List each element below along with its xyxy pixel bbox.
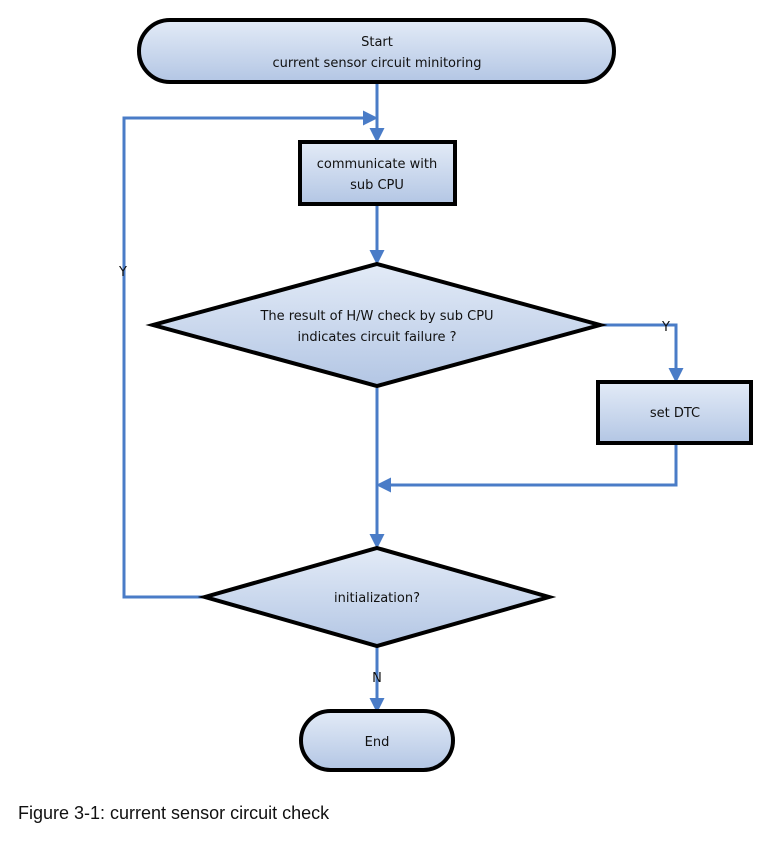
end-node: End [299,709,455,772]
edge-label-loop-yes: Y [118,265,127,280]
connectors [122,84,684,713]
edge-label-init-no: N [372,671,382,686]
start-line2: current sensor circuit minitoring [273,56,482,71]
communicate-line2: sub CPU [350,178,404,193]
edge-label-failure-yes: Y [661,320,670,335]
hw-check-line1: The result of H/W check by sub CPU [259,309,493,324]
end-label: End [365,735,390,750]
edge-set-dtc-to-merge [376,444,678,493]
hw-check-decision: The result of H/W check by sub CPU indic… [145,261,608,389]
communicate-node: communicate with sub CPU [298,140,457,206]
start-node: Start current sensor circuit minitoring [137,18,616,84]
edge-hw-check-yes-to-set-dtc [602,323,684,383]
communicate-line1: communicate with [317,157,437,172]
figure-caption: Figure 3-1: current sensor circuit check [18,803,330,823]
start-line1: Start [361,35,393,50]
set-dtc-label: set DTC [650,406,700,421]
set-dtc-node: set DTC [596,380,753,445]
initialization-decision: initialization? [197,545,557,649]
initialization-label: initialization? [334,591,420,606]
hw-check-line2: indicates circuit failure ? [298,330,457,345]
edge-initialization-yes-loop [122,110,378,599]
